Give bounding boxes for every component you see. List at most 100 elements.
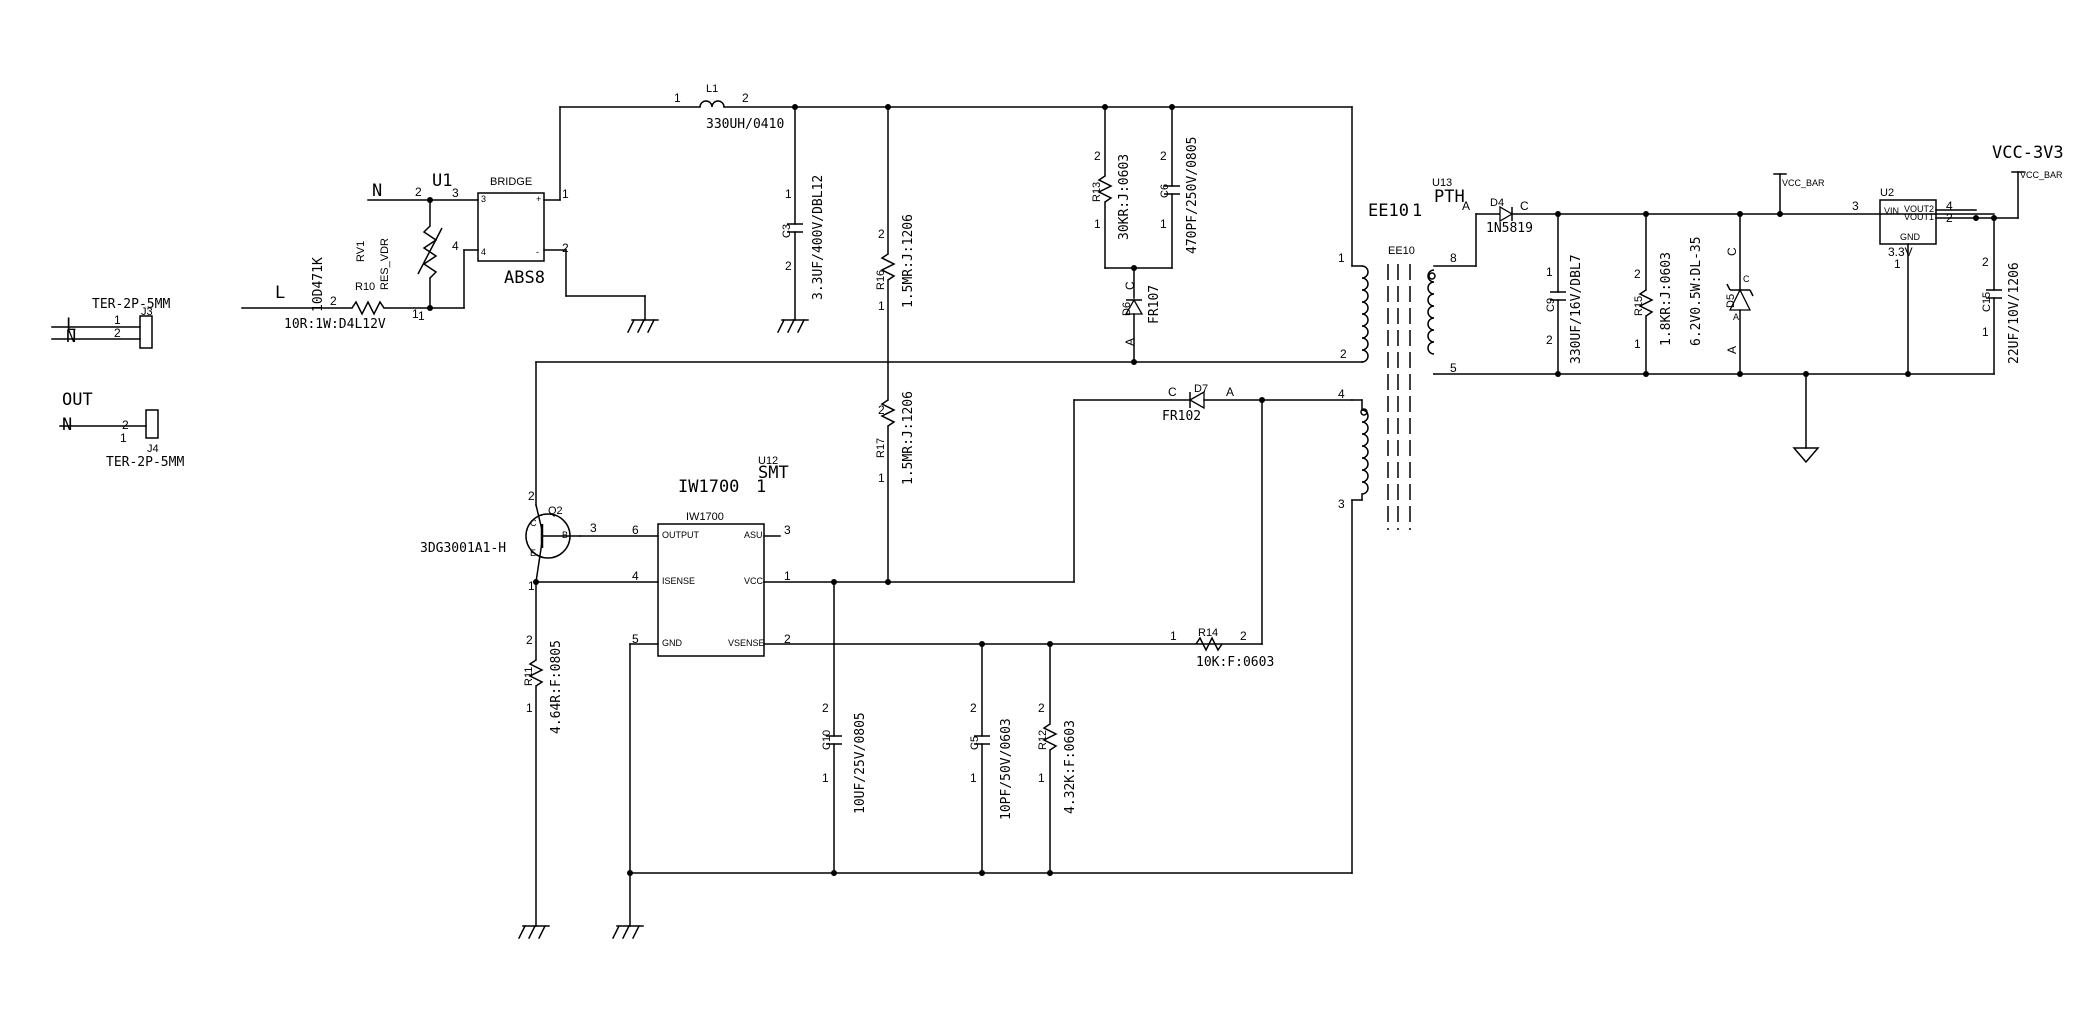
svg-text:5: 5: [632, 632, 639, 646]
j3-net-l: L: [66, 315, 76, 335]
svg-text:R11: R11: [523, 667, 535, 686]
svg-text:R15: R15: [1633, 296, 1645, 316]
svg-text:2: 2: [1160, 149, 1167, 163]
svg-text:6: 6: [632, 523, 639, 537]
svg-text:R17: R17: [875, 438, 887, 458]
c5-capacitor: C5 10PF/50V/0603 2 1: [969, 643, 1014, 876]
c15-capacitor: C15 22UF/10V/1206 2 1: [1981, 217, 2022, 375]
svg-text:2: 2: [784, 632, 791, 646]
svg-text:10PF/50V/0603: 10PF/50V/0603: [999, 718, 1014, 820]
svg-text:10UF/25V/0805: 10UF/25V/0805: [853, 712, 868, 814]
svg-text:C: C: [1520, 199, 1529, 213]
svg-text:3: 3: [1852, 199, 1859, 213]
rv1-ref: RV1: [355, 241, 367, 262]
svg-text:D6: D6: [1121, 302, 1133, 316]
svg-text:2: 2: [1038, 701, 1045, 715]
rv1-value: 10D471K: [311, 257, 326, 312]
j3-value: TER-2P-5MM: [92, 297, 170, 312]
svg-text:A: A: [1725, 346, 1739, 354]
svg-text:R13: R13: [1091, 182, 1103, 202]
svg-text:A: A: [1123, 338, 1137, 346]
svg-text:ASU: ASU: [744, 530, 763, 540]
bridge-ref: ABS8: [504, 268, 545, 288]
svg-text:3.3V: 3.3V: [1888, 245, 1913, 259]
svg-text:SMT: SMT: [758, 463, 789, 483]
svg-text:C: C: [530, 518, 537, 528]
d6-diode: D6 FR107 C A: [1121, 267, 1162, 365]
svg-text:A: A: [1733, 312, 1739, 322]
svg-text:1.8KR:J:0603: 1.8KR:J:0603: [1659, 252, 1674, 346]
svg-text:2: 2: [1634, 267, 1641, 281]
svg-text:1: 1: [1038, 771, 1045, 785]
svg-text:3: 3: [481, 194, 486, 204]
svg-text:D5: D5: [1725, 294, 1737, 308]
u1-label: U1: [432, 171, 452, 191]
svg-text:VOUT2: VOUT2: [1904, 204, 1934, 214]
c9-capacitor: C9 330UF/16V/DBL7 1 2: [1545, 213, 1584, 375]
svg-text:2: 2: [878, 227, 885, 241]
svg-text:1: 1: [1546, 265, 1553, 279]
j4-value: TER-2P-5MM: [106, 455, 184, 470]
svg-text:2: 2: [742, 91, 749, 105]
svg-text:1: 1: [878, 299, 885, 313]
svg-text:3: 3: [452, 186, 459, 200]
output-ground-symbol: [1792, 373, 1820, 464]
svg-text:6.2V0.5W:DL-35: 6.2V0.5W:DL-35: [1689, 236, 1704, 346]
svg-text:1: 1: [562, 187, 569, 201]
svg-text:1: 1: [784, 569, 791, 583]
svg-text:2: 2: [1340, 347, 1347, 361]
l1-ref: L1: [706, 83, 718, 95]
svg-text:4.64R:F:0805: 4.64R:F:0805: [549, 640, 564, 734]
svg-text:C9: C9: [1545, 298, 1557, 312]
svg-text:3DG3001A1-H: 3DG3001A1-H: [420, 541, 506, 556]
svg-text:R16: R16: [875, 270, 887, 290]
svg-text:2: 2: [1240, 629, 1247, 643]
svg-text:30KR:J:0603: 30KR:J:0603: [1117, 154, 1132, 240]
bridge-type: BRIDGE: [490, 176, 532, 188]
svg-text:VIN: VIN: [1884, 206, 1899, 216]
r10-pin-1: 1: [418, 309, 425, 323]
l1-value: 330UH/0410: [706, 117, 784, 132]
svg-text:VSENSE: VSENSE: [728, 638, 765, 648]
svg-text:1: 1: [822, 771, 829, 785]
net-l-label: L: [275, 283, 285, 303]
svg-text:A: A: [1226, 385, 1234, 399]
l1-inductor: L1 1 2 330UH/0410: [559, 83, 1353, 132]
svg-text:A: A: [1462, 199, 1470, 213]
j4-pin-1: 1: [120, 431, 127, 445]
svg-text:PTH: PTH: [1434, 187, 1465, 207]
svg-text:1: 1: [1094, 217, 1101, 231]
svg-text:ISENSE: ISENSE: [662, 576, 695, 586]
u12-controller: IW1700 IW1700 1 U12 SMT OUTPUT ASU ISENS…: [535, 455, 1263, 940]
r17-resistor: R17 1.5MR:J:1206 2 1: [875, 391, 916, 585]
j4-ref: J4: [147, 443, 159, 455]
svg-text:GND: GND: [662, 638, 683, 648]
svg-text:22UF/10V/1206: 22UF/10V/1206: [2007, 262, 2022, 364]
svg-text:1: 1: [756, 477, 766, 497]
svg-text:1: 1: [1634, 337, 1641, 351]
j3-net-n: N: [66, 327, 76, 347]
svg-text:3.3UF/400V/DBL12: 3.3UF/400V/DBL12: [811, 175, 826, 300]
u2-regulator: U2 VIN VOUT2 VOUT1 GND 3.3V 3 4 2 1 VCC_…: [1852, 143, 2064, 375]
rv1-type: RES_VDR: [379, 238, 391, 290]
svg-text:1: 1: [528, 579, 535, 593]
svg-text:C: C: [1725, 247, 1739, 256]
svg-text:1: 1: [526, 701, 533, 715]
svg-text:1: 1: [1160, 217, 1167, 231]
svg-text:E: E: [530, 548, 536, 558]
d5-zener-diode: D5 6.2V0.5W:DL-35 C A C A: [1689, 213, 1754, 375]
svg-text:VCC: VCC: [744, 576, 764, 586]
svg-text:1: 1: [1982, 325, 1989, 339]
svg-text:4: 4: [1338, 387, 1345, 401]
svg-text:C: C: [1168, 385, 1177, 399]
transformer-ee10: EE10 1 EE10 U13 PTH 1 2 4 3 8 5: [1338, 177, 1995, 530]
svg-text:2: 2: [562, 241, 569, 255]
r14-resistor: R14 10K:F:0603 1 2: [1170, 627, 1274, 670]
svg-text:C: C: [1123, 281, 1137, 290]
svg-text:2: 2: [1982, 255, 1989, 269]
svg-text:2: 2: [970, 701, 977, 715]
svg-text:C: C: [1743, 274, 1750, 284]
svg-text:2: 2: [1546, 333, 1553, 347]
vcc-bar-flag: VCC_BAR: [1773, 173, 1825, 215]
svg-text:4: 4: [1946, 199, 1953, 213]
